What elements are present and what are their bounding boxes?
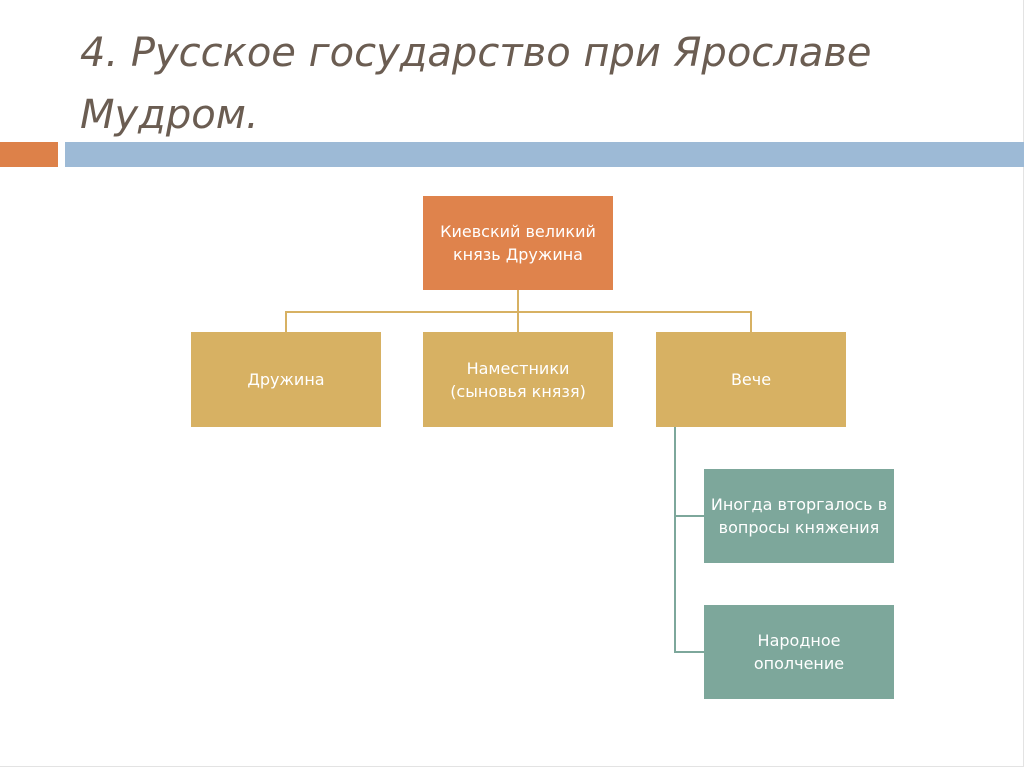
node-veche: Вече (656, 332, 846, 427)
node-people-militia: Народное ополчение (704, 605, 894, 699)
connector-child-1 (674, 515, 705, 517)
connector-veche (750, 311, 752, 332)
node-kiev-grand-prince: Киевский великий князь Дружина (423, 196, 613, 290)
title-accent-bar-orange (0, 142, 58, 167)
node-veche-label: Вече (730, 370, 772, 389)
connector-root-down (517, 290, 519, 330)
node-interfered-princely-affairs: Иногда вторгалось в вопросы княжения (704, 469, 894, 563)
node-druzhina: Дружина (191, 332, 381, 427)
title-accent-bar-blue (65, 142, 1024, 167)
connector-druzhina (285, 311, 287, 332)
node-interfered-princely-affairs-label: Иногда вторгалось в вопросы княжения (710, 495, 888, 537)
node-namestniki-label: Наместники (сыновья князя) (450, 358, 586, 401)
node-druzhina-label: Дружина (247, 370, 325, 389)
node-people-militia-label: Народное ополчение (753, 631, 845, 673)
connector-child-2 (674, 651, 705, 653)
connector-namestniki (517, 311, 519, 332)
slide-title: 4. Русское государство при Ярославе Мудр… (80, 30, 872, 138)
node-kiev-grand-prince-label: Киевский великий князь Дружина (440, 222, 596, 264)
connector-veche-trunk (674, 427, 676, 653)
node-namestniki: Наместники (сыновья князя) (423, 332, 613, 427)
